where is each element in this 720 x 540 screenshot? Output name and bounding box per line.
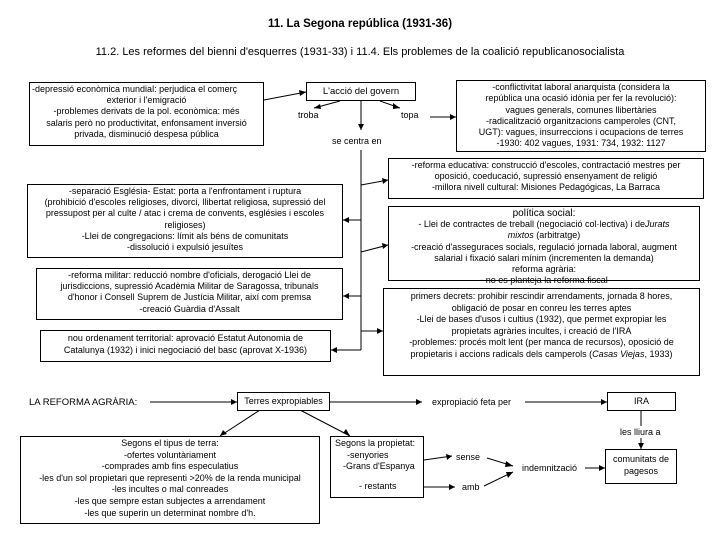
agrarian-reform-label: LA REFORMA AGRÀRIA: [29,397,138,408]
social-policy-box: política social: - Llei de contractes de… [388,206,700,285]
territorial-order-box: nou ordenament territorial: aprovació Es… [40,330,331,362]
land-type-line: Segons el tipus de terra: [121,438,219,448]
obstacle-label: troba [298,110,319,120]
hits-label: topa [401,110,419,120]
land-type-line: -les d'un sol propietari que representi … [39,472,301,483]
crisis-line: salaris però no productivitat, enfonsame… [46,117,247,128]
education-line: -millora nivell cultural: Misiones Pedag… [431,182,661,193]
crisis-line: privada, disminució despesa pública [74,128,219,139]
land-type-line: -les que superin un determinat nombre d'… [84,507,256,518]
land-type-line: -ofertes voluntàriament [123,449,217,460]
with-label: amb [462,482,480,492]
first-decrees-box: primers decrets: prohibir rescindir arre… [383,288,700,376]
government-action-label: L'acció del govern [322,86,400,97]
military-line: jurisdiccions, supressió Acadèmia Milita… [60,281,319,292]
social-line: -creació d'asseguraces socials, regulaci… [411,241,677,252]
social-line: - Llei de contractes de treball (negocia… [391,219,697,230]
social-line-italic: mixtos [507,230,534,241]
land-type-line: -comprades amb fins especulatius [101,461,239,472]
peasant-communities-box: comunitats de pagesos [605,449,677,484]
expropriable-lands-label: Terres expropiables [244,396,323,406]
without-label: sense [456,452,481,462]
ira-box: IRA [607,392,676,411]
conflict-line: UGT): vagues, insurreccions i ocupacions… [478,127,684,138]
decrees-line: primers decrets: prohibir rescindir arre… [410,291,673,301]
territorial-line: nou ordenament territorial: aprovació Es… [67,333,304,343]
social-line-text: (arbitratge) [533,230,581,241]
social-line: mixtos (arbitratge) [391,230,697,241]
social-line: reforma agrària: [511,264,577,275]
executed-by-label: expropiació feta per [432,397,512,407]
decrees-text: propietaris i accions radicals dels camp… [410,348,593,359]
church-line: pressupost per al culte / atac i crema d… [45,208,325,219]
ownership-line: - restants [359,480,397,491]
ownership-line: Segons la propietat: [335,438,416,448]
church-line: -Llei de congregacions: límit als béns d… [81,230,289,241]
crisis-line: exterior i l'emigració [106,95,187,106]
labor-conflict-box: -conflictivitat laboral anarquista (cons… [456,80,706,152]
crisis-line: -problemes derivats de la pol. econòmica… [53,106,240,117]
social-heading: política social: [512,208,576,219]
compensation-label: indemnització [522,463,578,473]
territorial-line: Catalunya (1932) i inici negociació del … [63,345,308,355]
church-state-box: -separació Església- Estat: porta a l'en… [27,184,343,258]
ownership-line: -Grans d'Espanya [343,461,415,471]
education-reform-box: -reforma educativa: construcció d'escole… [388,158,704,199]
social-line: - no es planteja la reforma fiscal [480,275,608,286]
military-line: -creació Guàrdia d'Assalt [139,303,240,314]
decrees-line: obligació de posar en conreu les terres … [451,302,632,313]
decrees-line: propietaris i accions radicals dels camp… [386,349,697,361]
social-line: salarial i fixació salari mínim (increme… [434,252,654,263]
decrees-line: -problemes: procés molt lent (per manca … [409,337,674,348]
ownership-line: -senyories [347,449,389,460]
military-line: -reforma militar: reducció nombre d'ofic… [68,270,311,280]
church-line: -separació Església- Estat: porta a l'en… [68,186,302,196]
hands-over-label: les lliura a [620,427,661,437]
page-title: 11. La Segona república (1931-36) [267,18,453,30]
military-line: d'honor i Consell Suprem de Justícia Mil… [67,292,312,303]
communities-line: comunitats de [612,454,670,464]
conflict-line: república una ocasió idònia per fer la r… [485,93,677,104]
decrees-text: , 1933) [644,348,673,359]
government-action-box: L'acció del govern [306,82,416,101]
conflict-line: vagues generals, comunes llibertàries [505,104,657,115]
church-line: -dissolució i expulsió jesuïtes [126,242,244,253]
conflict-line: -conflictivitat laboral anarquista (cons… [492,82,670,92]
economic-crisis-box: -depressió econòmica mundial: perjudica … [29,82,264,146]
education-line: oposició, coeducació, supressió ensenyam… [434,171,658,182]
social-line-italic: Jurats [645,219,670,230]
land-type-line: -les incultes o mal conreades [111,484,229,495]
expropriable-lands-box: Terres expropiables [237,392,330,411]
military-reform-box: -reforma militar: reducció nombre d'ofic… [36,268,343,320]
crisis-line: -depressió econòmica mundial: perjudica … [32,84,238,94]
church-line: religioses) [164,219,206,230]
page-subtitle: 11.2. Les reformes del bienni d'esquerre… [95,46,625,58]
decrees-italic: Casas Viejas [592,348,645,359]
church-line: (prohibició d'escoles religioses, divorc… [44,197,326,208]
land-type-box: Segons el tipus de terra: -ofertes volun… [20,436,320,524]
education-line: -reforma educativa: construcció d'escole… [411,160,681,170]
focus-label: se centra en [332,136,382,146]
conflict-line: -radicalització organitzacions camperole… [485,115,677,126]
ownership-box: Segons la propietat: -senyories -Grans d… [330,436,424,498]
communities-line: pagesos [623,465,659,476]
decrees-line: propietats agràries incultes, i creació … [451,325,632,336]
conflict-line: -1930: 402 vagues, 1931: 734, 1932: 1127 [496,138,666,149]
social-line-text: - Llei de contractes de treball (negocia… [418,219,646,230]
land-type-line: -les que sempre estan subjectes a arrend… [74,495,266,506]
ira-label: IRA [633,396,649,406]
decrees-line: -Llei de bases d'usos i cultius (1932), … [416,314,667,325]
